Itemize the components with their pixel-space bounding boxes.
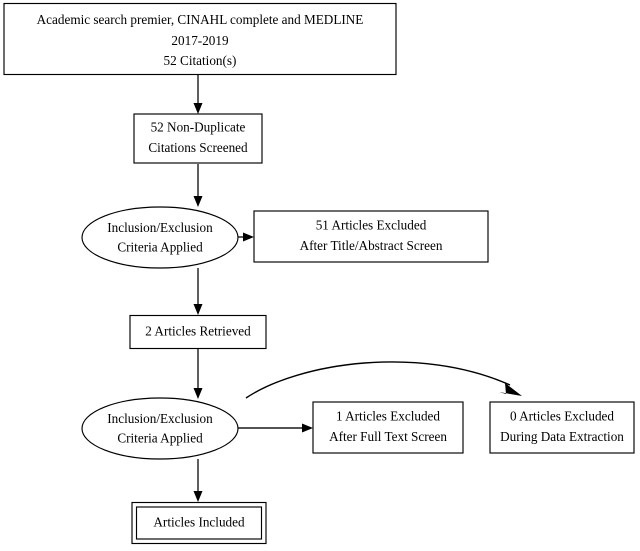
excluded-full-text-line1: 1 Articles Excluded bbox=[336, 409, 440, 424]
criteria-ellipse-1-line2: Criteria Applied bbox=[117, 240, 203, 255]
edge-criteria2-to-included bbox=[193, 459, 203, 502]
arrowhead-icon bbox=[302, 423, 313, 433]
sources-box-line3: 52 Citation(s) bbox=[164, 53, 237, 68]
edge-screened-to-criteria1 bbox=[193, 164, 203, 207]
node-criteria-ellipse-2[interactable]: Inclusion/Exclusion Criteria Applied bbox=[81, 397, 239, 460]
included-box-line1: Articles Included bbox=[153, 515, 245, 530]
excluded-title-abstract-line1: 51 Articles Excluded bbox=[316, 218, 427, 233]
edge-criteria2-to-full-text-excluded bbox=[238, 423, 313, 433]
excluded-data-extraction-line1: 0 Articles Excluded bbox=[510, 409, 614, 424]
edge-criteria1-to-title-abstract-excluded bbox=[238, 232, 254, 242]
sources-box-line1: Academic search premier, CINAHL complete… bbox=[37, 12, 364, 27]
node-criteria-ellipse-1[interactable]: Inclusion/Exclusion Criteria Applied bbox=[81, 206, 239, 269]
node-screened-box[interactable]: 52 Non-Duplicate Citations Screened bbox=[133, 113, 263, 164]
node-excluded-data-extraction-box[interactable]: 0 Articles Excluded During Data Extracti… bbox=[489, 401, 635, 454]
arrowhead-icon bbox=[499, 383, 522, 396]
edge-criteria2-to-data-extraction-excluded bbox=[245, 361, 522, 399]
node-sources-box[interactable]: Academic search premier, CINAHL complete… bbox=[3, 2, 397, 76]
node-excluded-title-abstract-box[interactable]: 51 Articles Excluded After Title/Abstrac… bbox=[253, 210, 489, 263]
node-included-box[interactable]: Articles Included bbox=[131, 501, 267, 545]
node-excluded-full-text-box[interactable]: 1 Articles Excluded After Full Text Scre… bbox=[312, 401, 464, 454]
excluded-title-abstract-line2: After Title/Abstract Screen bbox=[300, 238, 443, 253]
criteria-ellipse-2-line2: Criteria Applied bbox=[117, 431, 203, 446]
arrowhead-icon bbox=[193, 388, 203, 399]
screened-box-line1: 52 Non-Duplicate bbox=[151, 120, 246, 135]
arrowhead-icon bbox=[193, 491, 203, 502]
arrowhead-icon bbox=[193, 103, 203, 114]
criteria-ellipse-2-line1: Inclusion/Exclusion bbox=[107, 411, 213, 426]
edge-criteria1-to-retrieved bbox=[193, 268, 203, 315]
retrieved-box-line1: 2 Articles Retrieved bbox=[145, 324, 251, 339]
excluded-data-extraction-line2: During Data Extraction bbox=[500, 429, 624, 444]
edge-sources-to-screened bbox=[193, 75, 203, 114]
arrowhead-icon bbox=[243, 232, 254, 242]
arrowhead-icon bbox=[193, 304, 203, 315]
arrowhead-icon bbox=[193, 196, 203, 207]
screened-box-line2: Citations Screened bbox=[148, 140, 248, 155]
edge-retrieved-to-criteria2 bbox=[193, 348, 203, 399]
excluded-full-text-line2: After Full Text Screen bbox=[329, 429, 447, 444]
criteria-ellipse-1-line1: Inclusion/Exclusion bbox=[107, 220, 213, 235]
node-retrieved-box[interactable]: 2 Articles Retrieved bbox=[129, 314, 267, 350]
sources-box-line2: 2017-2019 bbox=[171, 33, 229, 48]
